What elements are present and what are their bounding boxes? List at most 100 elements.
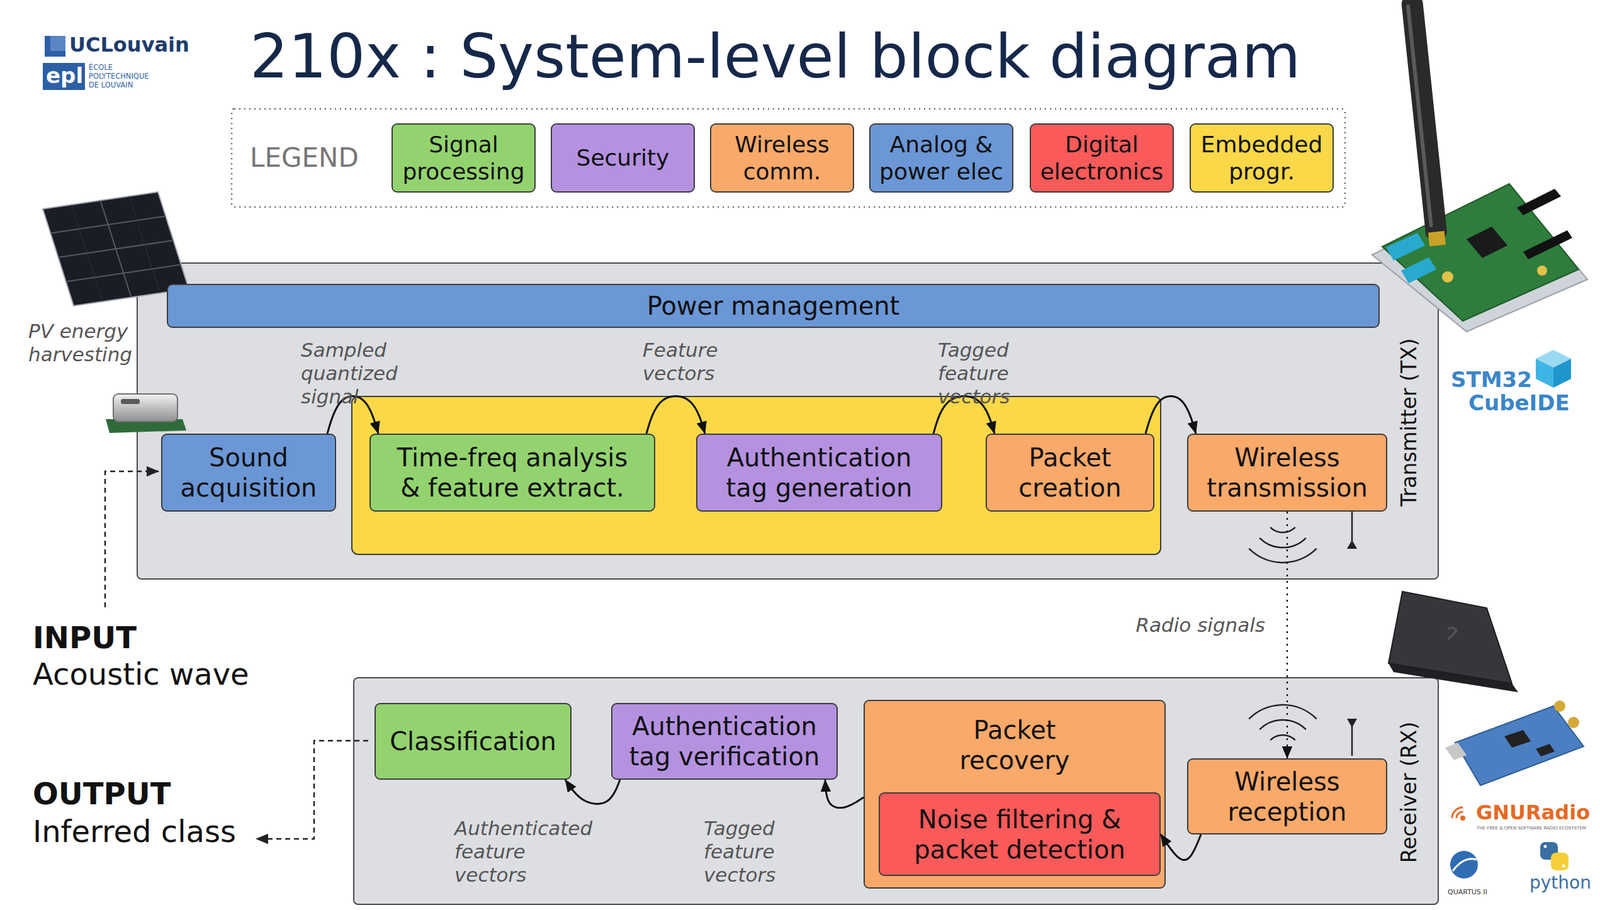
microphone-chip-part — [120, 399, 140, 405]
radio-waves-part — [1259, 720, 1307, 730]
process-box: Packet creation — [985, 433, 1155, 512]
radio-waves-part — [1270, 735, 1296, 741]
university-logo-part — [42, 62, 85, 91]
board-photo-part — [1382, 183, 1579, 322]
solar-panel — [42, 191, 189, 306]
quartus-globe-part — [1452, 859, 1477, 872]
label-text: Acoustic wave — [32, 656, 250, 693]
board-photo — [1372, 0, 1588, 332]
connector-arrow — [646, 396, 705, 434]
legend-label: Embedded progr. — [1190, 130, 1333, 186]
radio-waves-part — [1248, 704, 1317, 719]
laptop-photo-part — [1388, 663, 1519, 693]
python-logo — [1540, 842, 1569, 871]
sdr-board-photo-part — [1455, 706, 1584, 786]
legend-swatch: Embedded progr. — [1189, 123, 1334, 193]
solar-panel-part — [42, 191, 189, 306]
node-label: Sound acquisition — [169, 442, 328, 503]
laptop-photo — [1388, 591, 1519, 693]
sdr-board-photo — [1445, 700, 1584, 786]
label-text: python — [1529, 872, 1592, 894]
label-text: CubeIDE — [1468, 390, 1570, 417]
edge-label: Sampled quantized signal — [300, 338, 398, 410]
python-logo-part — [1543, 845, 1548, 849]
sdr-board-photo-part — [1504, 730, 1531, 748]
connector-arrow — [1160, 834, 1201, 861]
group-box: Packet recoveryNoise filtering & packet … — [863, 699, 1166, 889]
node-label: Wireless reception — [1195, 766, 1379, 828]
legend-swatch: Wireless comm. — [709, 123, 855, 193]
legend-swatch: Security — [550, 123, 695, 193]
sdr-board-photo-part — [1567, 716, 1580, 729]
antenna-symbol-part — [1346, 718, 1358, 728]
legend-label: Security — [576, 144, 670, 172]
board-photo-part — [1385, 232, 1426, 261]
output-leader — [256, 740, 369, 840]
board-photo-part — [1401, 257, 1437, 284]
label-text: Inferred class — [32, 813, 237, 851]
legend-swatch: Signal processing — [391, 123, 536, 193]
connector-arrow — [1286, 511, 1288, 759]
legend-swatch: Analog & power elec — [869, 123, 1014, 193]
board-photo-part-part — [1428, 230, 1446, 247]
power-bar: Power management — [166, 283, 1380, 328]
legend-label: Signal processing — [392, 130, 535, 186]
board-photo-part — [1523, 230, 1573, 260]
label-text: PV energy harvesting — [28, 319, 133, 367]
input-leader — [105, 471, 159, 608]
board-photo-part-part — [1400, 0, 1448, 242]
stm32-cube-icon — [1535, 349, 1572, 388]
node-label: Wireless transmission — [1195, 442, 1379, 503]
connector-arrow — [825, 779, 864, 809]
laptop-photo-part — [1447, 627, 1457, 640]
gnuradio-icon — [1452, 807, 1466, 821]
quartus-globe — [1450, 850, 1478, 879]
solar-panel-part — [42, 191, 189, 306]
edge-label: Tagged feature vectors — [937, 338, 1010, 410]
antenna-symbol — [1346, 511, 1358, 756]
legend-swatch: Digital electronics — [1029, 123, 1174, 193]
board-photo-part — [1466, 226, 1508, 259]
process-box: Classification — [374, 703, 572, 780]
node-label: Noise filtering & packet detection — [887, 804, 1152, 865]
node-label: Packet creation — [994, 442, 1146, 503]
legend-label: Analog & power elec — [870, 130, 1013, 186]
radio-waves-part — [1248, 548, 1317, 563]
label-text: ÉCOLE POLYTECHNIQUE DE LOUVAIN — [88, 63, 150, 90]
sdr-board-photo-part — [1535, 743, 1555, 757]
microphone-chip — [105, 394, 187, 434]
node-label: Packet recovery — [932, 715, 1097, 776]
label-text: STM32 — [1450, 366, 1533, 393]
label-text: OUTPUT — [32, 776, 171, 813]
node-label: Power management — [647, 290, 901, 322]
edge-label: Authenticated feature vectors — [454, 816, 593, 888]
legend-label: Digital electronics — [1030, 130, 1173, 186]
microphone-chip-part — [113, 394, 178, 422]
process-box: Wireless reception — [1187, 758, 1388, 835]
edge-label: Tagged feature vectors — [703, 816, 776, 888]
label-text: THE FREE & OPEN SOFTWARE RADIO ECOSYSTEM — [1476, 825, 1587, 831]
solar-panel-part — [71, 196, 161, 303]
node-label: Classification — [389, 726, 557, 757]
process-box: Sound acquisition — [161, 433, 337, 512]
python-logo-part — [1550, 852, 1569, 871]
stm32-cube-icon-part — [1553, 358, 1572, 388]
node-label: Time-freq analysis & feature extract. — [386, 442, 639, 503]
board-photo-part-part — [1406, 4, 1434, 228]
radio-waves-part — [1259, 538, 1307, 548]
label-text: epl — [45, 64, 84, 88]
process-box: Noise filtering & packet detection — [878, 792, 1161, 877]
board-photo-part — [1537, 265, 1548, 276]
legend-label: Wireless comm. — [711, 130, 853, 186]
legend-frame — [231, 108, 1346, 208]
label-text: QUARTUS II — [1447, 888, 1488, 897]
node-label: Authentication tag verification — [620, 711, 829, 772]
panel-label: Receiver (RX) — [1396, 721, 1422, 864]
university-logo-part — [50, 35, 66, 51]
process-box: Authentication tag generation — [696, 433, 943, 512]
radio-waves-part — [1270, 527, 1296, 533]
antenna-symbol-part — [1346, 540, 1358, 549]
quartus-globe-part — [1450, 850, 1478, 879]
sdr-board-photo-part — [1554, 700, 1566, 712]
stm32-cube-icon-part — [1535, 358, 1554, 388]
